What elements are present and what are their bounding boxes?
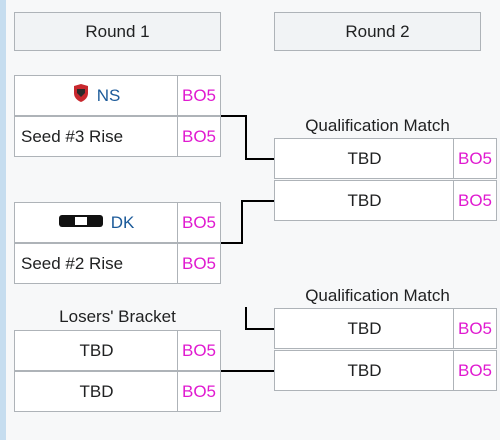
- r2-match2-team2: TBD BO5: [274, 350, 497, 391]
- team-link-ns[interactable]: NS: [96, 85, 121, 105]
- ns-team-logo: [73, 83, 89, 108]
- r1-match1-team1: NS BO5: [14, 75, 221, 116]
- connector-line: [245, 307, 274, 330]
- score-cell: BO5: [453, 181, 496, 220]
- team-link-dk[interactable]: DK: [110, 212, 135, 232]
- team-name: TBD: [347, 318, 382, 338]
- qualification-match-label: Qualification Match: [305, 286, 450, 305]
- team-name: TBD: [347, 148, 382, 168]
- r1-match2-team1: DK BO5: [14, 202, 221, 243]
- round-2-header: Round 2: [274, 12, 481, 51]
- r1-match3-team2: TBD BO5: [14, 371, 221, 412]
- r1-match2-team2: Seed #2 Rise BO5: [14, 243, 221, 284]
- connector-line: [221, 115, 274, 160]
- round-1-header: Round 1: [14, 12, 221, 51]
- r2-match2-team1: TBD BO5: [274, 308, 497, 349]
- r1-match3-team1: TBD BO5: [14, 330, 221, 371]
- team-name: TBD: [79, 381, 114, 401]
- r1-match1-team2: Seed #3 Rise BO5: [14, 116, 221, 157]
- connector-line: [221, 200, 274, 244]
- bracket-connectors: [221, 115, 274, 372]
- tournament-bracket: Round 1 Round 2 NS BO5 Seed #3 Rise BO5: [6, 0, 500, 440]
- score-cell: BO5: [453, 309, 496, 348]
- team-name: TBD: [347, 190, 382, 210]
- qualification-match-label: Qualification Match: [305, 116, 450, 135]
- score-cell: BO5: [453, 139, 496, 178]
- score-cell: BO5: [177, 372, 220, 411]
- r2-match1-team2: TBD BO5: [274, 180, 497, 221]
- losers-bracket-label: Losers' Bracket: [59, 307, 176, 326]
- team-name: Seed #2 Rise: [21, 253, 124, 273]
- score-cell: BO5: [177, 331, 220, 370]
- score-cell: BO5: [177, 244, 220, 283]
- team-name: TBD: [347, 360, 382, 380]
- r2-match1-team1: TBD BO5: [274, 138, 497, 179]
- score-cell: BO5: [177, 117, 220, 156]
- team-name: Seed #3 Rise: [21, 126, 124, 146]
- score-cell: BO5: [177, 203, 220, 242]
- dk-team-logo: [58, 213, 103, 233]
- score-cell: BO5: [453, 351, 496, 390]
- score-cell: BO5: [177, 76, 220, 115]
- team-name: TBD: [79, 340, 114, 360]
